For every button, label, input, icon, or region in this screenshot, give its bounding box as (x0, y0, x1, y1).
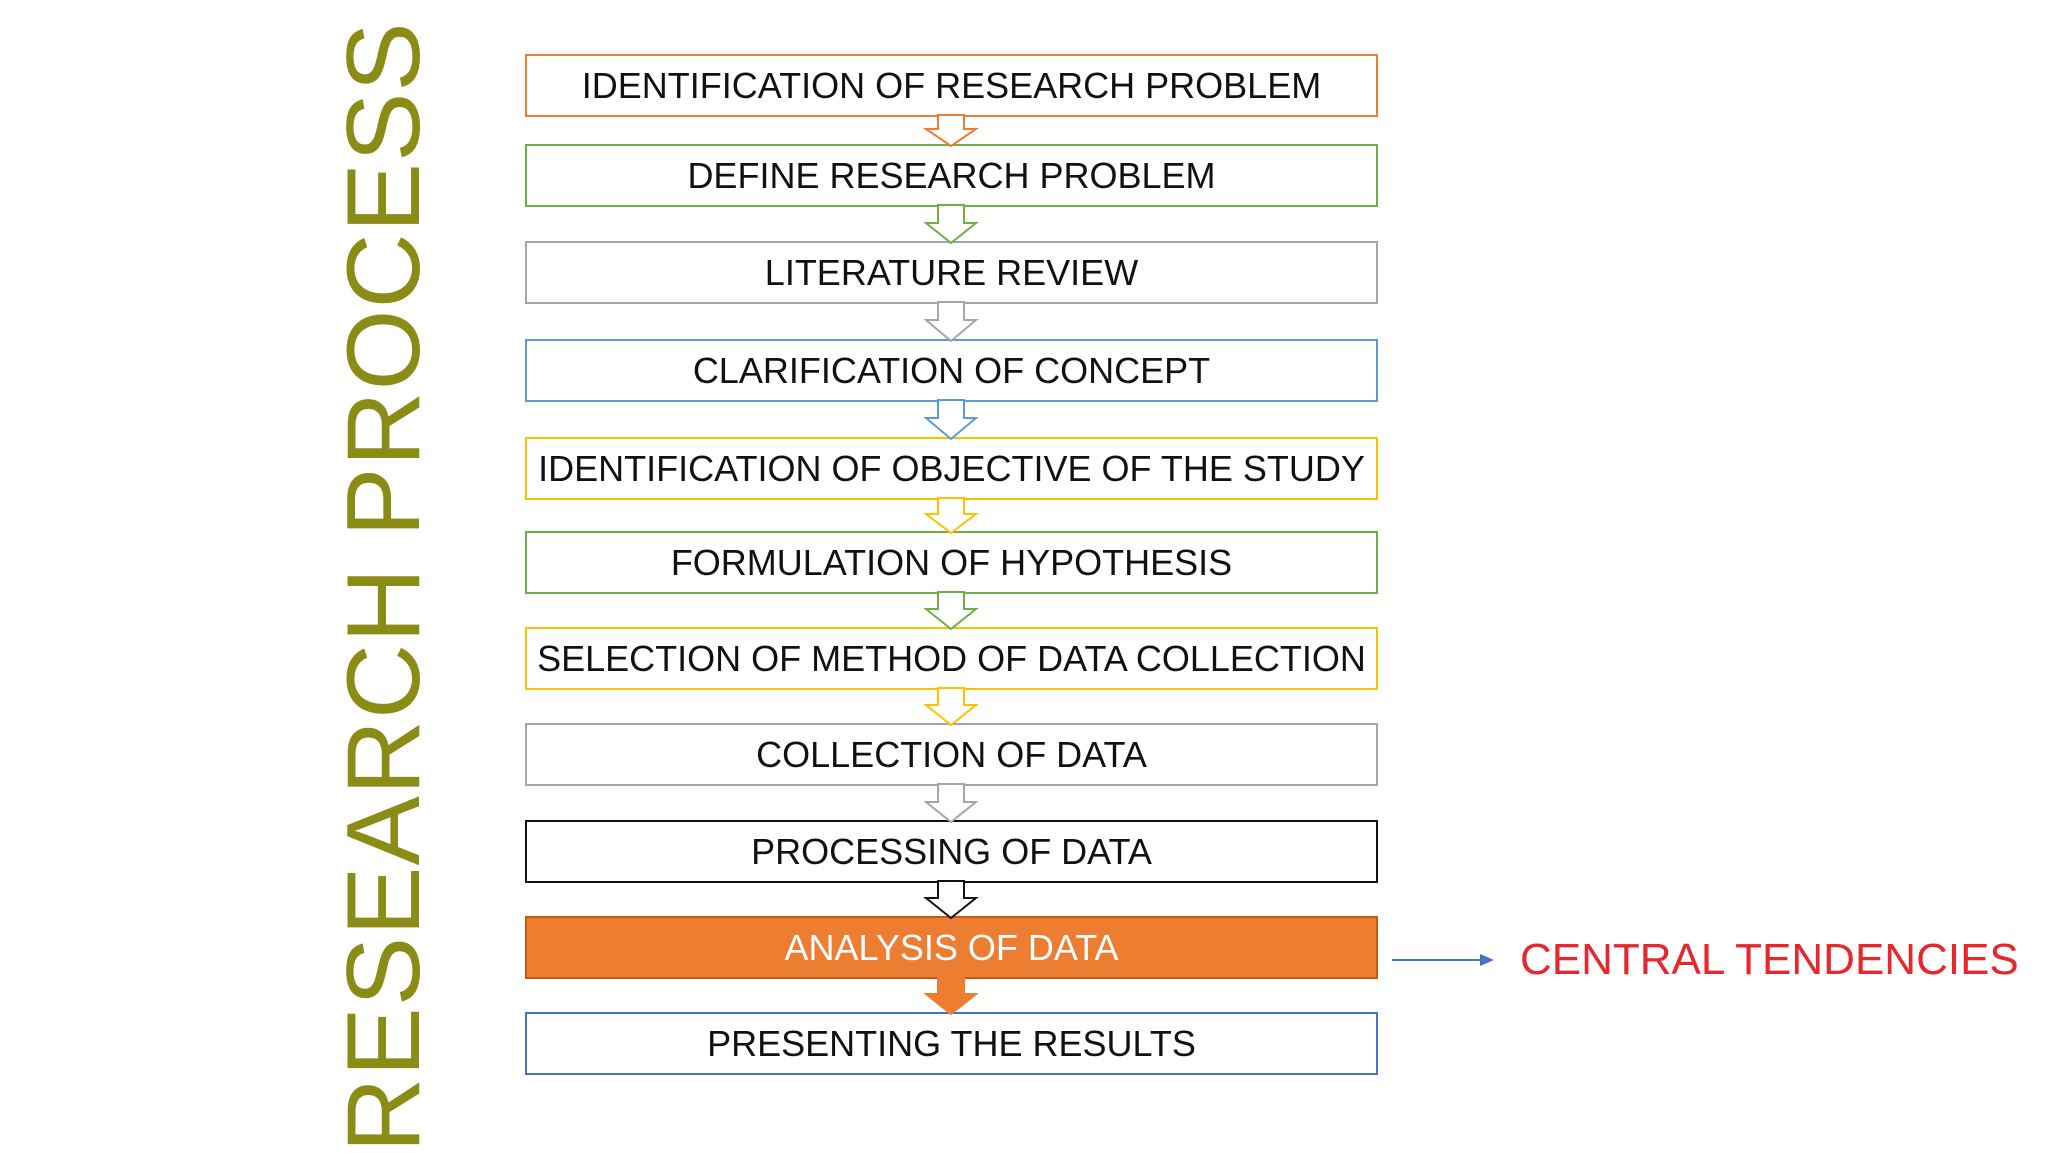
step-arrow (922, 114, 980, 148)
step-box: FORMULATION OF HYPOTHESIS (525, 531, 1378, 594)
step-box: SELECTION OF METHOD OF DATA COLLECTION (525, 627, 1378, 690)
step-arrow (923, 591, 979, 631)
step-arrow (923, 880, 979, 920)
step-arrow (923, 497, 979, 535)
step-box: PROCESSING OF DATA (525, 820, 1378, 883)
step-box: IDENTIFICATION OF OBJECTIVE OF THE STUDY (525, 437, 1378, 500)
step-arrow (923, 399, 979, 441)
step-arrow (923, 204, 979, 245)
step-arrow (923, 783, 979, 824)
step-arrow (923, 976, 979, 1016)
step-box: PRESENTING THE RESULTS (525, 1012, 1378, 1075)
callout-label: CENTRAL TENDENCIES (1520, 935, 2019, 984)
step-box: COLLECTION OF DATA (525, 723, 1378, 786)
step-box: CLARIFICATION OF CONCEPT (525, 339, 1378, 402)
step-arrow (923, 687, 979, 727)
callout-arrow (1392, 954, 1494, 966)
step-box: LITERATURE REVIEW (525, 241, 1378, 304)
step-arrow (923, 301, 979, 343)
step-box: DEFINE RESEARCH PROBLEM (525, 144, 1378, 207)
side-title: RESEARCH PROCESS (326, 21, 442, 1153)
step-box: ANALYSIS OF DATA (525, 916, 1378, 979)
step-box: IDENTIFICATION OF RESEARCH PROBLEM (525, 54, 1378, 117)
